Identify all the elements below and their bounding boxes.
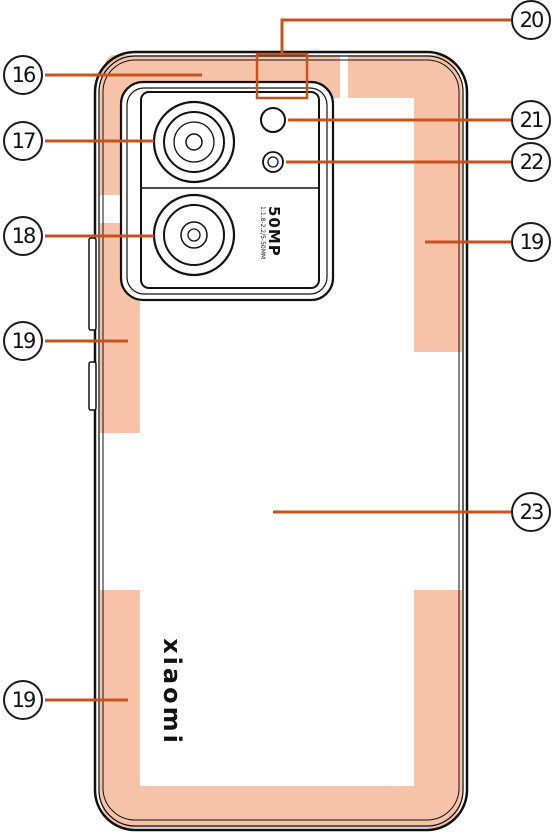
antenna-region-top-right [348, 55, 462, 352]
callout-19-left: 19 [3, 321, 43, 361]
callout-18: 18 [3, 216, 43, 256]
main-camera-lens-center [185, 133, 203, 151]
callout-16: 16 [3, 55, 43, 95]
camera-spec-text: 50MP 1:1.8-2.2/5-50MM [259, 206, 283, 259]
flash-light [260, 107, 286, 133]
telephoto-camera-lens-inner [180, 221, 208, 249]
antenna-region-bottom [100, 590, 462, 828]
telephoto-camera-lens-ring [163, 204, 225, 266]
power-button [88, 361, 97, 411]
volume-button [88, 237, 97, 331]
brand-logo-text: xiaomi [157, 638, 186, 746]
callout-19-bottom: 19 [3, 680, 43, 720]
callout-19-right: 19 [511, 222, 551, 262]
main-camera-lens-ring [163, 111, 225, 173]
leader-lines [45, 18, 511, 702]
leader-20 [280, 18, 511, 54]
sensor-outer [262, 151, 284, 173]
side-buttons [88, 237, 97, 411]
main-camera-lens [152, 100, 236, 184]
callout-23: 23 [511, 492, 551, 532]
camera-megapixels: 50MP [265, 206, 283, 257]
callout-22: 22 [511, 142, 551, 182]
phone-back-panel [102, 59, 460, 821]
telephoto-camera-lens [152, 193, 236, 277]
callout-17: 17 [3, 121, 43, 161]
camera-module [119, 80, 335, 302]
telephoto-camera-lens-center [187, 228, 201, 242]
sensor-inner [267, 156, 279, 168]
phone-frame [98, 55, 464, 827]
camera-lens-detail: 1:1.8-2.2/5-50MM [259, 206, 266, 260]
callout-21: 21 [511, 100, 551, 140]
camera-module-inner [126, 87, 328, 295]
main-camera-lens-inner [173, 121, 215, 163]
callout-20: 20 [511, 0, 551, 40]
